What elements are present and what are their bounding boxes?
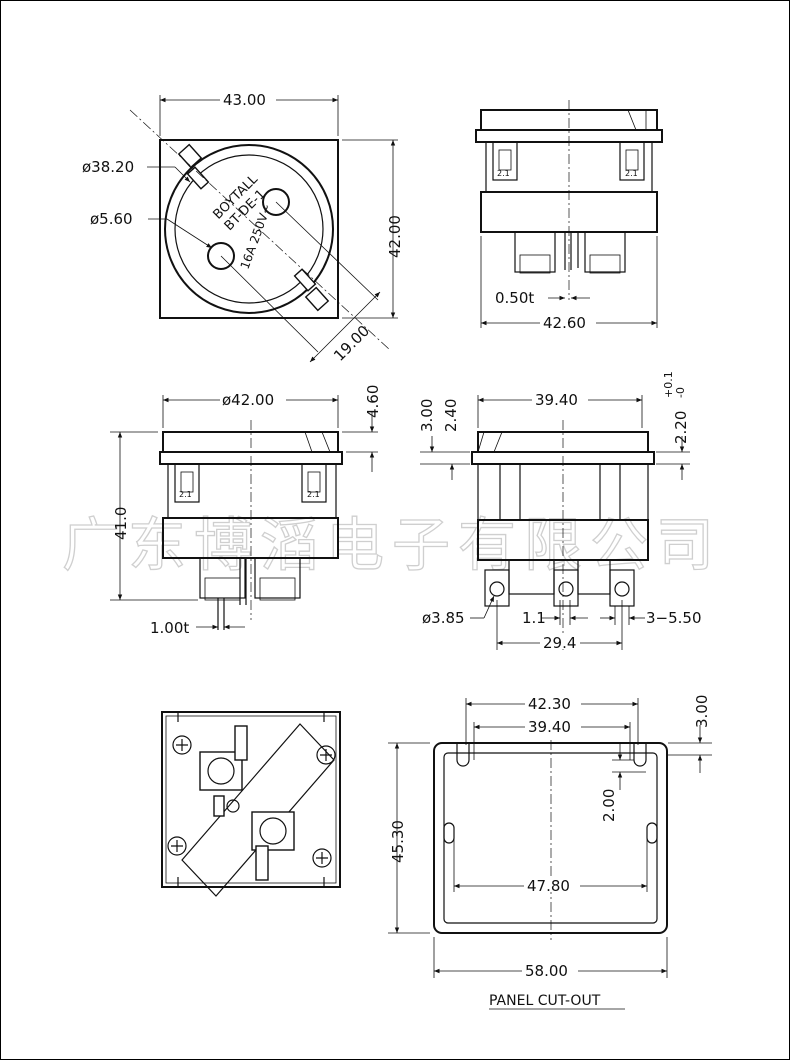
- dim-3-right: 3.00: [418, 399, 436, 432]
- screw-icon: [172, 735, 192, 755]
- tol-lower: -0: [674, 387, 687, 398]
- dim-height-side: 41.0: [112, 507, 130, 540]
- watermark-text: 广东博滔电子有限公司: [62, 511, 722, 579]
- side-clip-label-right: 2.1: [307, 490, 320, 499]
- dim-3-5-5-right: 3−5.50: [646, 609, 702, 627]
- dim-width-top: 43.00: [223, 91, 266, 109]
- panel-cutout: 42.30 39.40 3.00 2.00 45.30 47.80: [388, 694, 712, 1010]
- top-view: BOYTALL BT-DE-1 16A 250V~ 43.00 42.00 ø3…: [82, 90, 404, 365]
- dim-inner-width-cutout: 39.40: [528, 718, 571, 736]
- dim-width-front: 42.60: [543, 314, 586, 332]
- dim-pin-dia: ø5.60: [90, 210, 133, 228]
- dim-thickness-side: 1.00t: [150, 619, 189, 637]
- dim-1-1-right: 1.1: [522, 609, 546, 627]
- dim-outer-dia: ø38.20: [82, 158, 134, 176]
- dim-pitch-right: 29.4: [543, 634, 576, 652]
- screw-icon: [316, 745, 336, 765]
- dim-top-cutout: 3.00: [693, 695, 711, 728]
- dim-height-cutout: 45.30: [389, 820, 407, 863]
- front-view: 2.1 2.1 0.50t 42.60: [475, 100, 663, 332]
- clip-label-right: 2.1: [625, 169, 638, 178]
- clip-label-left: 2.1: [497, 169, 510, 178]
- dim-thickness-front: 0.50t: [495, 289, 534, 307]
- side-view-right: 39.40 3.00 2.40 2.20 +0.1 -0 ø3.85 1.1 3…: [418, 371, 702, 652]
- dim-2-4-right: 2.40: [442, 399, 460, 432]
- dim-height-top: 42.00: [386, 215, 404, 258]
- dim-dia-side: ø42.00: [222, 391, 274, 409]
- dim-outer-width-cutout: 42.30: [528, 695, 571, 713]
- dim-width-right: 39.40: [535, 391, 578, 409]
- screw-icon: [167, 836, 187, 856]
- dim-mid-width-cutout: 47.80: [527, 877, 570, 895]
- dim-notch-cutout: 2.00: [600, 789, 618, 822]
- dim-total-width-cutout: 58.00: [525, 962, 568, 980]
- side-view-left: 2.1 2.1 ø42.00 4.60 41.0 1.00t: [110, 385, 382, 637]
- dim-pin-spacing: 19.00: [330, 322, 373, 365]
- dim-hole-right: ø3.85: [422, 609, 465, 627]
- side-clip-label-left: 2.1: [179, 490, 192, 499]
- dim-tol-right: 2.20: [672, 411, 690, 444]
- bottom-view: [161, 711, 341, 897]
- tol-upper: +0.1: [662, 371, 675, 398]
- panel-cutout-caption: PANEL CUT-OUT: [489, 993, 601, 1009]
- dim-top-side: 4.60: [364, 385, 382, 418]
- screw-icon: [312, 848, 332, 868]
